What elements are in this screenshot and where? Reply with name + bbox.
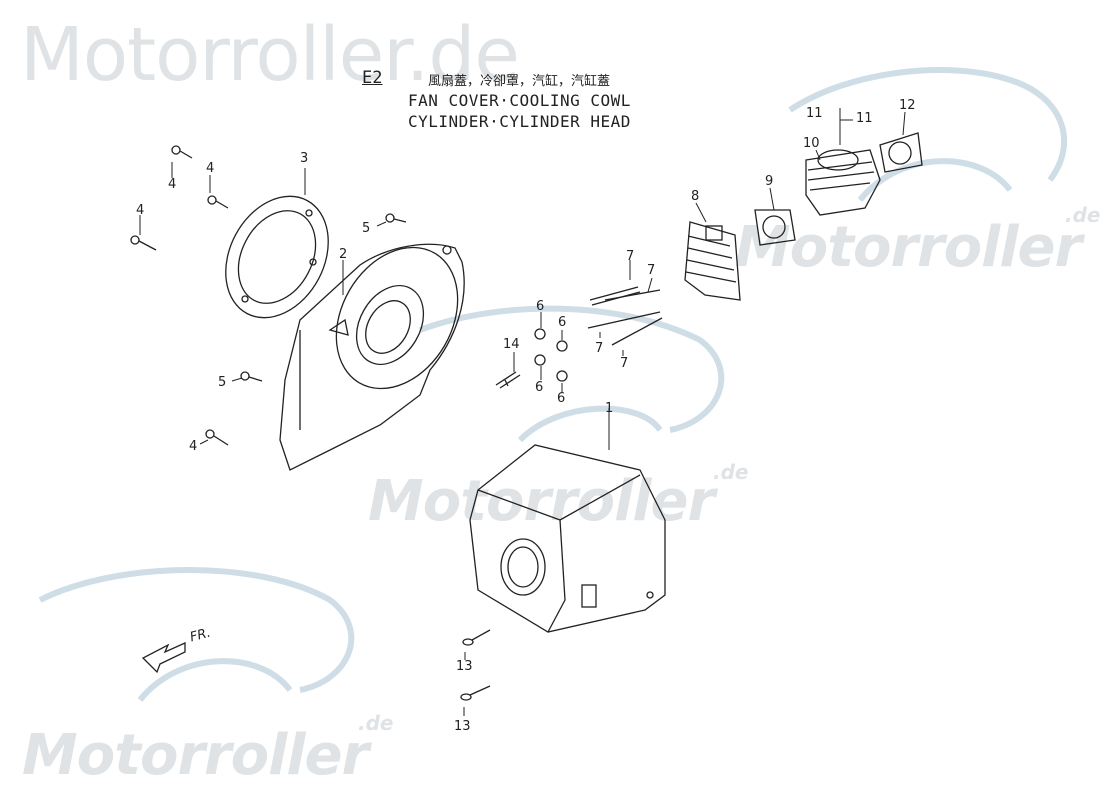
part-number-6d: 6 <box>557 391 566 406</box>
part-number-4c: 4 <box>136 203 145 218</box>
stud-bolts-part <box>587 286 663 346</box>
diagram-code: E2 <box>362 68 383 88</box>
part-number-3: 3 <box>300 151 309 166</box>
part-number-7a: 7 <box>626 249 635 264</box>
part-number-1: 1 <box>605 401 614 416</box>
part-number-14: 14 <box>503 337 520 352</box>
part-number-11a: 11 <box>806 106 823 121</box>
cooling-cowl-part <box>279 243 465 471</box>
part-number-13b: 13 <box>454 719 471 734</box>
part-number-4d: 4 <box>189 439 198 454</box>
watermark-center-tld: .de <box>713 460 749 484</box>
spark-plug-part <box>495 371 521 389</box>
part-number-4a: 4 <box>168 177 177 192</box>
part-number-13a: 13 <box>456 659 473 674</box>
scooter-watermark-logos <box>38 67 1068 702</box>
cylinder-part <box>805 149 881 216</box>
nuts-part <box>534 328 568 382</box>
watermark-bottom-left: Motorroller <box>22 723 369 788</box>
diagram-title-cjk: 風扇蓋，冷卻罩，汽缸，汽缸蓋 <box>428 74 611 89</box>
part-number-5a: 5 <box>362 221 371 236</box>
part-number-9: 9 <box>765 174 774 189</box>
front-direction-arrow-icon <box>141 641 186 674</box>
head-gasket-part <box>754 209 796 246</box>
part-number-4b: 4 <box>206 161 215 176</box>
watermark-center: Motorroller <box>368 469 715 534</box>
part-number-6c: 6 <box>535 380 544 395</box>
part-number-7d: 7 <box>620 356 629 371</box>
part-number-5b: 5 <box>218 375 227 390</box>
part-number-8: 8 <box>691 189 700 204</box>
part-number-12: 12 <box>899 98 916 113</box>
cylinder-shroud-part <box>469 444 666 633</box>
watermark-right-tld: .de <box>1065 203 1101 227</box>
part-number-6a: 6 <box>536 299 545 314</box>
part-number-10: 10 <box>803 136 820 151</box>
part-number-2: 2 <box>339 247 348 262</box>
cylinder-head-part <box>684 221 741 301</box>
part-number-6b: 6 <box>558 315 567 330</box>
part-number-11b: 11 <box>856 111 873 126</box>
part-number-7b: 7 <box>647 263 656 278</box>
leader-lines <box>139 108 906 716</box>
diagram-title-line-1: FAN COVER·COOLING COWL <box>408 91 631 110</box>
screws-part <box>130 145 491 701</box>
part-number-7c: 7 <box>595 341 604 356</box>
watermark-top-left: Motorroller.de <box>20 12 520 98</box>
diagram-title-line-2: CYLINDER·CYLINDER HEAD <box>408 112 631 131</box>
base-gasket-part <box>879 132 923 173</box>
fan-cover-part <box>225 195 329 319</box>
watermark-bottom-left-tld: .de <box>358 711 394 735</box>
